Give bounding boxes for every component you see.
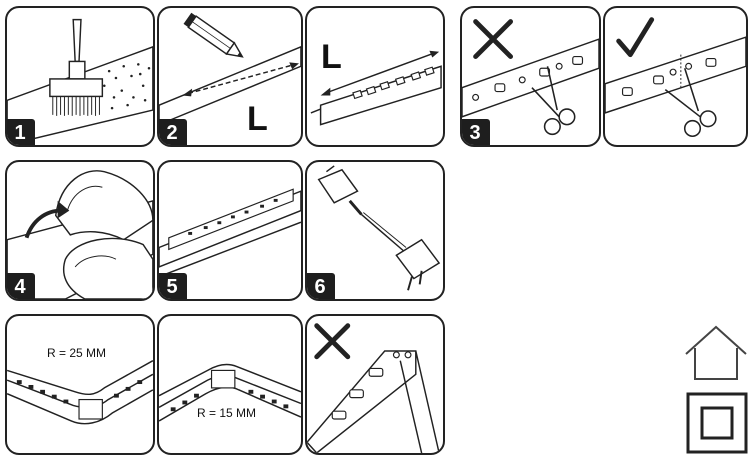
step-4-panel: 4: [5, 160, 155, 301]
house-icon: [685, 325, 747, 380]
cross-icon: [473, 19, 514, 60]
length-label: L: [321, 38, 342, 76]
bend-radius-25-illustration: [7, 360, 153, 425]
step-5-panel: 5: [157, 160, 303, 301]
pencil-marking-illustration: [159, 12, 301, 126]
stick-strip-illustration: [159, 188, 301, 278]
step-3-correct-panel: [603, 6, 748, 147]
controller-icon: [317, 165, 359, 204]
step-number: 5: [159, 273, 187, 299]
correct-cut-illustration: [605, 17, 746, 138]
step-1-panel: 1: [5, 6, 155, 147]
step-6-panel: 6: [305, 160, 445, 301]
bend-radius-15-panel: R = 15 MM: [157, 314, 303, 455]
measured-strip-illustration: [310, 50, 442, 126]
check-icon: [616, 17, 655, 58]
step-number: 6: [307, 273, 335, 299]
controller-adapter-illustration: [317, 165, 441, 291]
brush-cleaning-illustration: [7, 18, 153, 145]
step-2b-panel: L: [305, 6, 445, 147]
step-2-panel: L 2: [157, 6, 303, 147]
bend-radius-label: R = 15 MM: [197, 406, 257, 420]
step-number: 2: [159, 119, 187, 145]
bend-radius-15-illustration: [159, 363, 301, 422]
step-number: 4: [7, 273, 35, 299]
wrong-cut-illustration: [462, 19, 599, 136]
power-adapter-icon: [395, 238, 441, 291]
step-number: 1: [7, 119, 35, 145]
bend-radius-label: R = 25 MM: [47, 346, 107, 360]
peel-backing-illustration: [7, 170, 153, 299]
indoor-use-symbol: [685, 325, 747, 380]
class-ii-symbol: [686, 392, 748, 454]
double-square-icon: [686, 392, 748, 454]
bend-radius-25-panel: R = 25 MM: [5, 314, 155, 455]
step-3-wrong-panel: 3: [460, 6, 601, 147]
sharp-bend-illustration: [307, 323, 440, 453]
length-label: L: [247, 100, 268, 138]
sharp-bend-wrong-panel: [305, 314, 445, 455]
cross-icon: [314, 323, 351, 360]
step-number: 3: [462, 119, 490, 145]
